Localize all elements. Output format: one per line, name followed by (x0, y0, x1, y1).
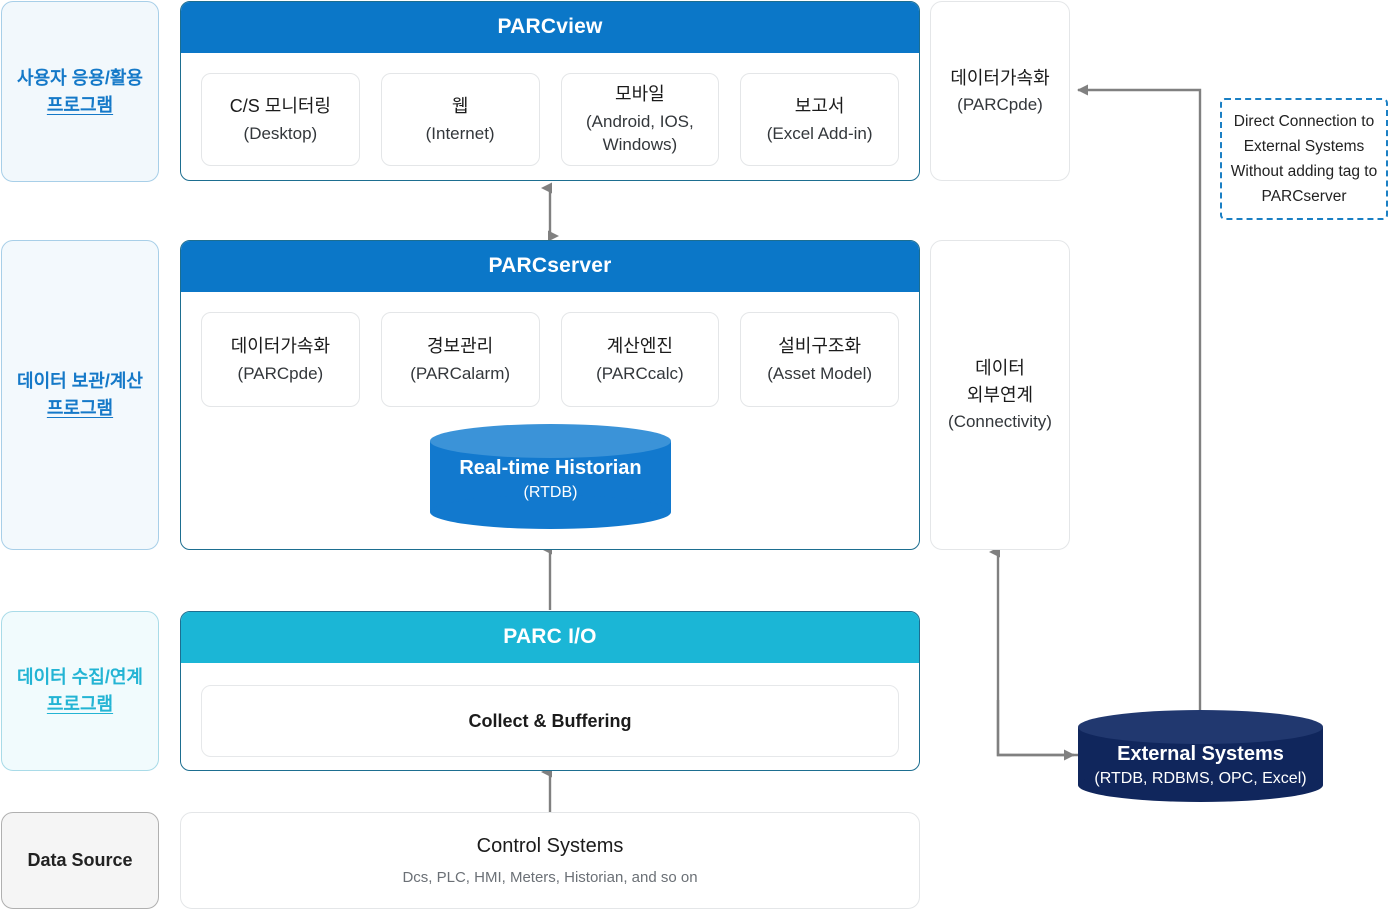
parcio-header: PARC I/O (181, 612, 919, 663)
historian-cylinder-top (430, 424, 671, 458)
connectivity-subtitle: (Connectivity) (948, 412, 1052, 432)
parcserver-module-pde-subtitle: (PARCpde) (237, 363, 324, 383)
category-collection-link-line2: 프로그램 (46, 694, 114, 714)
parcserver-module-alarm-title: 경보관리 (427, 335, 494, 356)
historian-subtitle: (RTDB) (523, 484, 578, 501)
direct-connection-note-text: Direct Connection to External Systems Wi… (1230, 112, 1378, 206)
category-user-apps: 사용자 응용/활용 프로그램 (1, 1, 159, 182)
category-storage-calc: 데이터 보관/계산 프로그램 (1, 240, 159, 550)
parcserver-module-asset[interactable]: 설비구조화 (Asset Model) (740, 312, 899, 407)
category-data-source-label: Data Source (27, 850, 133, 870)
parcview-module-report[interactable]: 보고서 (Excel Add-in) (740, 73, 899, 166)
category-collection-link: 데이터 수집/연계 프로그램 (1, 611, 159, 771)
external-cylinder-bottom (1078, 768, 1323, 802)
parcview-module-web-subtitle: (Internet) (425, 123, 495, 143)
parcserver-module-pde-title: 데이터가속화 (230, 335, 331, 356)
parcpde-title: 데이터가속화 (950, 67, 1050, 88)
parcserver-module-alarm-subtitle: (PARCalarm) (410, 363, 511, 383)
category-storage-calc-line2: 프로그램 (46, 398, 114, 418)
parcview-module-mobile-subtitle: (Android, IOS, Windows) (586, 111, 694, 155)
parcserver-modules: 데이터가속화 (PARCpde) 경보관리 (PARCalarm) 계산엔진 (… (181, 292, 919, 549)
parcview-module-cs-monitoring-title: C/S 모니터링 (229, 95, 331, 116)
parcview-module-web-title: 웹 (451, 95, 469, 116)
control-systems-subtitle: Dcs, PLC, HMI, Meters, Historian, and so… (402, 869, 698, 887)
parcview-module-report-subtitle: (Excel Add-in) (766, 123, 873, 143)
parcserver-panel: PARCserver 데이터가속화 (PARCpde) 경보관리 (PARCal… (180, 240, 920, 550)
external-systems-label: External Systems (RTDB, RDBMS, OPC, Exce… (1078, 741, 1323, 790)
parcview-module-mobile[interactable]: 모바일 (Android, IOS, Windows) (560, 73, 720, 166)
parcpde-subtitle: (PARCpde) (957, 94, 1043, 114)
control-systems-title: Control Systems (476, 835, 624, 858)
direct-connection-note: Direct Connection to External Systems Wi… (1220, 98, 1388, 220)
arrow-external-to-parcpde-direct (1077, 84, 1202, 712)
connectivity-line1: 데이터 (975, 358, 1025, 379)
category-collection-link-line1: 데이터 수집/연계 (17, 667, 143, 687)
parcview-module-web[interactable]: 웹 (Internet) (380, 73, 540, 166)
parcview-module-cs-monitoring-subtitle: (Desktop) (243, 123, 318, 143)
parcserver-module-calc-title: 계산엔진 (606, 335, 673, 356)
connectivity-line2: 외부연계 (966, 385, 1034, 406)
historian-cylinder-bottom (430, 495, 671, 529)
parcio-panel: PARC I/O Collect & Buffering (180, 611, 920, 771)
category-user-apps-line1: 사용자 응용/활용 (17, 67, 143, 88)
control-systems-box: Control Systems Dcs, PLC, HMI, Meters, H… (180, 812, 920, 909)
realtime-historian-cylinder: Real-time Historian (RTDB) (430, 424, 671, 529)
external-systems-title: External Systems (1117, 743, 1284, 765)
parcserver-module-calc[interactable]: 계산엔진 (PARCcalc) (560, 312, 720, 407)
parcserver-header: PARCserver (181, 241, 919, 292)
arrow-connectivity-to-external (996, 700, 1075, 761)
parcview-module-mobile-title: 모바일 (615, 84, 665, 105)
parcio-modules: Collect & Buffering (181, 663, 919, 770)
category-user-apps-line2: 프로그램 (46, 94, 114, 115)
parcpde-box[interactable]: 데이터가속화 (PARCpde) (930, 1, 1070, 181)
parcview-module-cs-monitoring[interactable]: C/S 모니터링 (Desktop) (201, 73, 360, 166)
parcserver-module-calc-subtitle: (PARCcalc) (596, 363, 684, 383)
parcserver-module-alarm[interactable]: 경보관리 (PARCalarm) (380, 312, 540, 407)
parcview-modules: C/S 모니터링 (Desktop) 웹 (Internet) 모바일 (And… (181, 53, 919, 180)
historian-label: Real-time Historian (RTDB) (430, 455, 671, 504)
parcview-module-report-title: 보고서 (794, 95, 845, 116)
parcserver-module-pde[interactable]: 데이터가속화 (PARCpde) (201, 312, 360, 407)
historian-title: Real-time Historian (459, 457, 642, 479)
parcview-panel: PARCview C/S 모니터링 (Desktop) 웹 (Internet)… (180, 1, 920, 181)
external-systems-subtitle: (RTDB, RDBMS, OPC, Excel) (1094, 770, 1307, 787)
parcview-header: PARCview (181, 2, 919, 53)
external-systems-cylinder: External Systems (RTDB, RDBMS, OPC, Exce… (1078, 710, 1323, 802)
category-data-source: Data Source (1, 812, 159, 909)
category-storage-calc-line1: 데이터 보관/계산 (17, 371, 143, 391)
parcserver-module-asset-subtitle: (Asset Model) (767, 363, 873, 383)
connectivity-box[interactable]: 데이터 외부연계 (Connectivity) (930, 240, 1070, 550)
arrow-external-to-connectivity (989, 546, 1078, 757)
parcserver-module-asset-title: 설비구조화 (778, 335, 862, 356)
parcio-module-collect-buffering[interactable]: Collect & Buffering (201, 685, 899, 757)
external-cylinder-top (1078, 710, 1323, 744)
